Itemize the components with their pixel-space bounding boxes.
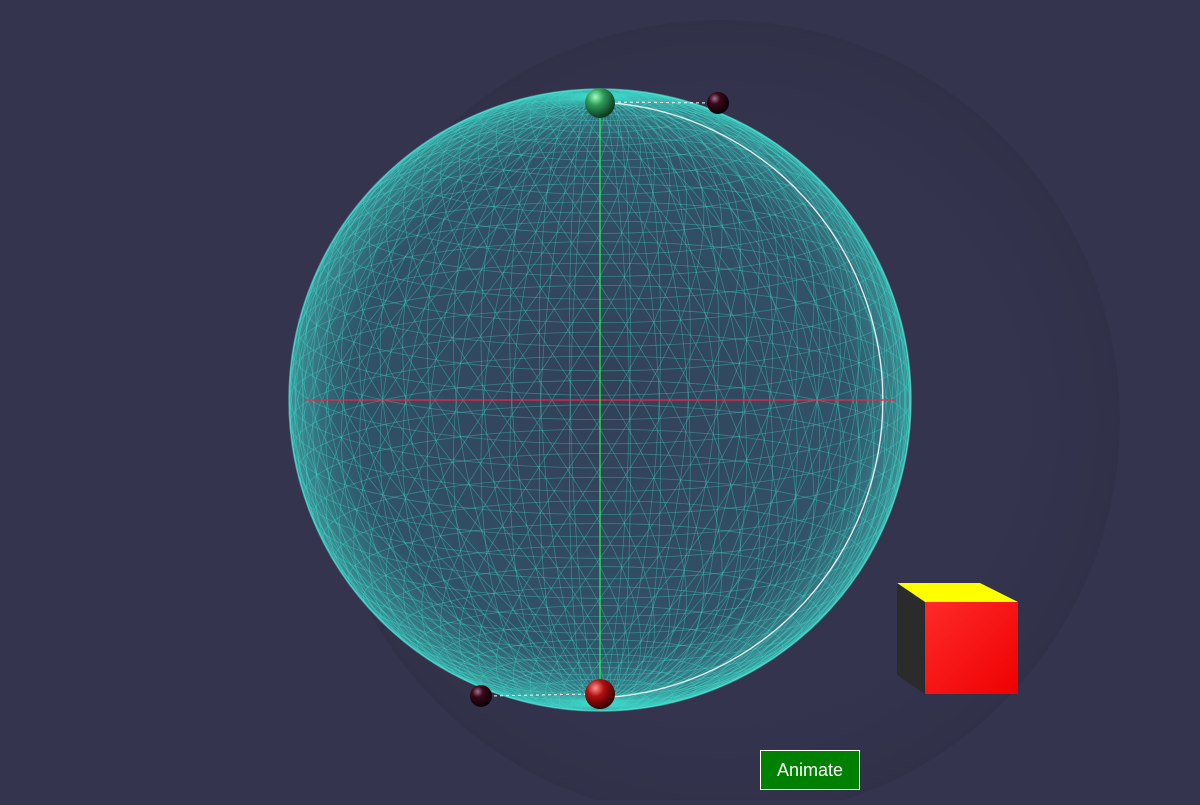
north-satellite-marker[interactable] — [707, 92, 729, 114]
animate-button[interactable]: Animate — [760, 750, 860, 790]
cube-front-face — [925, 602, 1018, 694]
north-connector-line — [611, 101, 713, 104]
south-connector-line — [487, 693, 589, 697]
south-pole-marker[interactable] — [585, 679, 615, 709]
cube-side-face — [897, 583, 925, 694]
cube-top-face — [897, 583, 1018, 602]
south-satellite-marker[interactable] — [470, 685, 492, 707]
orientation-cube[interactable] — [897, 583, 1018, 694]
north-pole-marker[interactable] — [585, 88, 615, 118]
